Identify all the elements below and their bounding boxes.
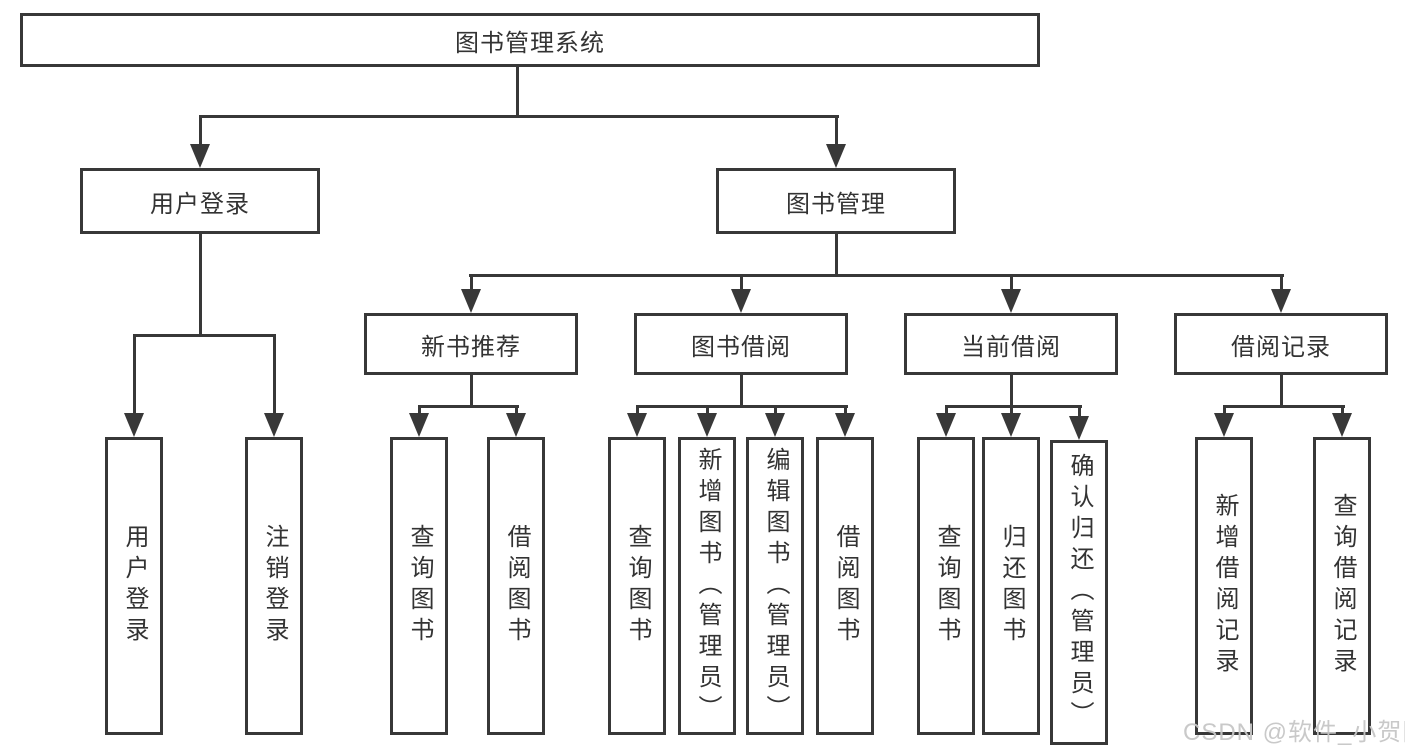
edge-records-branch: [1223, 405, 1345, 408]
edge-book-mgmt-stub-3: [1010, 274, 1013, 291]
arrow-down-icon: [461, 289, 481, 313]
csdn-watermark: CSDN @软件_小贺同学: [1183, 719, 1405, 746]
node-borrowing-records-label: 借阅记录: [1231, 333, 1331, 361]
leaf-user-login: 用户登录: [105, 437, 163, 735]
leaf-query-books-current: 查询图书: [917, 437, 975, 735]
node-book-management-label: 图书管理: [786, 190, 886, 218]
node-root: 图书管理系统: [20, 13, 1040, 67]
edge-root-branch: [199, 115, 839, 118]
arrow-down-icon: [1332, 413, 1352, 437]
leaf-query-books-recommend-label: 查询图书: [406, 524, 433, 648]
arrow-down-icon: [731, 289, 751, 313]
edge-recommend-stub-2: [515, 405, 518, 415]
leaf-add-borrow-record-label: 新增借阅记录: [1211, 493, 1238, 679]
leaf-borrow-books-recommend: 借阅图书: [487, 437, 545, 735]
arrow-down-icon: [936, 413, 956, 437]
edge-root-stub-right: [835, 115, 838, 147]
node-root-label: 图书管理系统: [455, 29, 605, 57]
edge-book-mgmt-stub-4: [1280, 274, 1283, 291]
edge-user-login-stem: [199, 234, 202, 336]
node-user-login-label: 用户登录: [150, 190, 250, 218]
leaf-add-book-admin-label: 新增图书（管理员）: [694, 446, 721, 726]
arrow-down-icon: [1001, 413, 1021, 437]
leaf-query-books-borrow: 查询图书: [608, 437, 666, 735]
leaf-add-borrow-record: 新增借阅记录: [1195, 437, 1253, 735]
leaf-return-book-label: 归还图书: [998, 524, 1025, 648]
leaf-borrow-books-borrow-label: 借阅图书: [832, 524, 859, 648]
edge-book-mgmt-stub-1: [470, 274, 473, 291]
leaf-query-books-borrow-label: 查询图书: [624, 524, 651, 648]
arrow-down-icon: [409, 413, 429, 437]
leaf-confirm-return-admin: 确认归还（管理员）: [1050, 440, 1108, 745]
arrow-down-icon: [826, 144, 846, 168]
node-book-borrowing-label: 图书借阅: [691, 333, 791, 361]
edge-borrowing-stub-1: [636, 405, 639, 415]
arrow-down-icon: [190, 144, 210, 168]
edge-user-login-stub-2: [273, 334, 276, 416]
edge-borrowing-stub-4: [844, 405, 847, 415]
leaf-return-book: 归还图书: [982, 437, 1040, 735]
edge-book-mgmt-stub-2: [740, 274, 743, 291]
edge-user-login-stub-1: [133, 334, 136, 416]
arrow-down-icon: [506, 413, 526, 437]
arrow-down-icon: [1069, 416, 1089, 440]
edge-borrowing-stub-3: [774, 405, 777, 415]
edge-root-stub-left: [199, 115, 202, 147]
leaf-logout: 注销登录: [245, 437, 303, 735]
node-new-book-recommend: 新书推荐: [364, 313, 578, 375]
arrow-down-icon: [264, 413, 284, 437]
leaf-edit-book-admin-label: 编辑图书（管理员）: [762, 446, 789, 726]
leaf-borrow-books-recommend-label: 借阅图书: [503, 524, 530, 648]
leaf-logout-label: 注销登录: [261, 524, 288, 648]
leaf-edit-book-admin: 编辑图书（管理员）: [746, 437, 804, 735]
edge-records-stub-2: [1341, 405, 1344, 415]
edge-book-mgmt-stem: [835, 234, 838, 276]
leaf-query-borrow-record: 查询借阅记录: [1313, 437, 1371, 735]
leaf-confirm-return-admin-label: 确认归还（管理员）: [1066, 453, 1093, 732]
edge-recommend-stub-1: [418, 405, 421, 415]
edge-current-stub-3: [1078, 405, 1081, 418]
edge-records-stub-1: [1223, 405, 1226, 415]
edge-user-login-branch: [133, 334, 276, 337]
edge-book-mgmt-branch: [469, 274, 1284, 277]
node-borrowing-records: 借阅记录: [1174, 313, 1388, 375]
arrow-down-icon: [765, 413, 785, 437]
leaf-add-book-admin: 新增图书（管理员）: [678, 437, 736, 735]
node-book-management: 图书管理: [716, 168, 956, 234]
arrow-down-icon: [697, 413, 717, 437]
arrow-down-icon: [1001, 289, 1021, 313]
leaf-query-borrow-record-label: 查询借阅记录: [1329, 493, 1356, 679]
leaf-borrow-books-borrow: 借阅图书: [816, 437, 874, 735]
node-current-borrowing-label: 当前借阅: [961, 333, 1061, 361]
edge-borrowing-branch: [636, 405, 848, 408]
edge-recommend-branch: [418, 405, 519, 408]
edge-borrowing-stem: [740, 375, 743, 407]
leaf-query-books-current-label: 查询图书: [933, 524, 960, 648]
edge-borrowing-stub-2: [706, 405, 709, 415]
node-current-borrowing: 当前借阅: [904, 313, 1118, 375]
edge-current-stub-1: [945, 405, 948, 415]
arrow-down-icon: [627, 413, 647, 437]
arrow-down-icon: [835, 413, 855, 437]
node-new-book-recommend-label: 新书推荐: [421, 333, 521, 361]
arrow-down-icon: [124, 413, 144, 437]
leaf-query-books-recommend: 查询图书: [390, 437, 448, 735]
node-user-login: 用户登录: [80, 168, 320, 234]
edge-current-stem: [1010, 375, 1013, 407]
leaf-user-login-label: 用户登录: [121, 524, 148, 648]
edge-current-branch: [945, 405, 1082, 408]
edge-recommend-stem: [470, 375, 473, 407]
arrow-down-icon: [1214, 413, 1234, 437]
edge-current-stub-2: [1010, 405, 1013, 415]
node-book-borrowing: 图书借阅: [634, 313, 848, 375]
edge-records-stem: [1280, 375, 1283, 407]
edge-root-stem: [516, 67, 519, 117]
arrow-down-icon: [1271, 289, 1291, 313]
